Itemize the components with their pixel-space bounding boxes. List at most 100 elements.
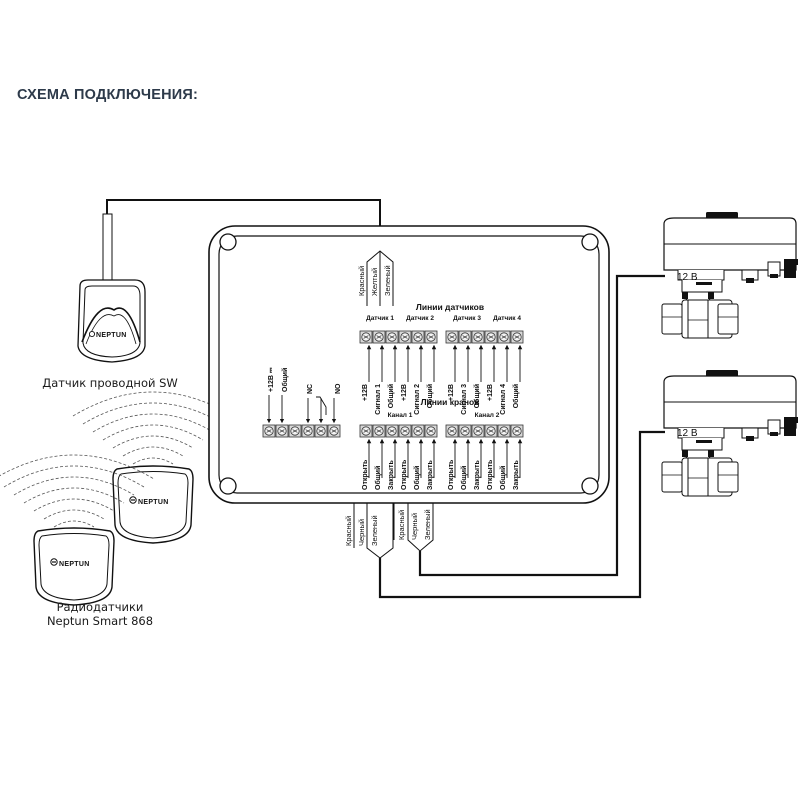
terminal-screw [275, 424, 289, 438]
terminal-screw [372, 424, 386, 438]
terminal-screw [424, 424, 438, 438]
radio-sensor-2: NEPTUN [0, 454, 155, 606]
terminal-label: Общий [281, 368, 289, 392]
terminal-screw [372, 330, 386, 344]
controller-box [208, 225, 610, 504]
terminal-screw [262, 424, 276, 438]
wired-sensor: NEPTUN [77, 199, 381, 363]
terminal-screw [484, 424, 498, 438]
valve-cable-upper [418, 274, 665, 577]
sensor-group-label: Датчик 2 [406, 315, 434, 322]
relay-label: NO [335, 383, 342, 394]
terminal-screw [471, 424, 485, 438]
terminal-label: Общий [499, 466, 507, 490]
sensor-group-label: Датчик 1 [366, 315, 394, 322]
terminal-screw [411, 424, 425, 438]
terminal-label: Закрыть [427, 460, 434, 490]
mount-hole [219, 477, 237, 495]
sensor-group-label: Датчик 3 [453, 315, 481, 322]
brand-label: NEPTUN [96, 332, 127, 339]
terminal-screw [497, 424, 511, 438]
terminal-label: Общий [426, 384, 434, 408]
mount-hole [581, 233, 599, 251]
terminal-screw [327, 424, 341, 438]
terminal-screw [288, 424, 302, 438]
mount-hole [219, 233, 237, 251]
sensor-group-label: Датчик 4 [493, 315, 521, 322]
terminal-screw [458, 424, 472, 438]
terminal-label: +12В [401, 384, 408, 401]
terminal-screw [411, 330, 425, 344]
wire-label: Черный [357, 519, 366, 546]
valve-terminal-block: Открыть Общий Закрыть Открыть Общий Закрыть От… [359, 424, 524, 490]
page-title: СХЕМА ПОДКЛЮЧЕНИЯ: [17, 87, 199, 103]
terminal-label: +12В [487, 384, 494, 401]
wired-sensor-caption: Датчик проводной SW [42, 376, 178, 390]
terminal-screw [484, 330, 498, 344]
terminal-screw [510, 424, 524, 438]
sensor-terminal-block: +12В Сигнал 1 Общий +12В Сигнал 2 Общий +12В Си… [359, 330, 524, 415]
power-terminal-block [262, 395, 341, 438]
radio-sensors-caption-line1: Радиодатчики [56, 600, 144, 614]
wire-label: Зеленый [383, 265, 392, 296]
motorized-valve-2: 12 В [661, 369, 799, 497]
valve-channel-label: Канал 2 [475, 412, 500, 419]
terminal-label: Открыть [362, 459, 369, 490]
brand-label: NEPTUN [138, 499, 169, 506]
terminal-screw [424, 330, 438, 344]
terminal-screw [398, 330, 412, 344]
relay-switch-icon [316, 396, 327, 415]
wire-label: Зеленый [423, 509, 432, 540]
terminal-label: Сигнал 1 [375, 384, 382, 415]
terminal-screw [398, 424, 412, 438]
terminal-screw [458, 330, 472, 344]
terminal-label: Общий [512, 384, 520, 408]
terminal-label: Закрыть [388, 460, 395, 490]
radio-sensor-1: NEPTUN [72, 391, 234, 544]
terminal-screw [471, 330, 485, 344]
terminal-label: Сигнал 4 [500, 384, 507, 415]
terminal-label: Открыть [401, 459, 408, 490]
mount-hole [581, 477, 599, 495]
terminal-label: Общий [387, 384, 395, 408]
terminal-label: Сигнал 3 [461, 384, 468, 415]
valve-cable-fan-2: Красный Черный Зеленый [393, 503, 434, 552]
sensor-lines-heading: Линии датчиков [416, 302, 484, 312]
terminal-screw [445, 424, 459, 438]
valve-channel-label: Канал 1 [388, 412, 413, 419]
terminal-screw [314, 424, 328, 438]
motorized-valve-1: 12 В [661, 211, 799, 339]
terminal-label: Общий [374, 466, 382, 490]
terminal-label: Общий [460, 466, 468, 490]
wired-sensor-body: NEPTUN [77, 279, 146, 363]
terminal-label: Открыть [487, 459, 494, 490]
terminal-label: Сигнал 2 [414, 384, 421, 415]
terminal-label: Общий [413, 466, 421, 490]
terminal-screw [445, 330, 459, 344]
terminal-label: +12В [448, 384, 455, 401]
brand-label: NEPTUN [59, 561, 90, 568]
valve-voltage: 12 В [677, 428, 698, 439]
wire-label: Красный [344, 516, 353, 546]
relay-label: NC [307, 384, 314, 394]
wire-label: Желтый [370, 268, 379, 296]
wire-label: Зеленый [370, 515, 379, 546]
terminal-screw [385, 330, 399, 344]
wire-label: Красный [357, 266, 366, 296]
terminal-screw [301, 424, 315, 438]
valve-voltage: 12 В [677, 272, 698, 283]
sensor-cable-fan: Красный Желтый Зеленый [357, 250, 394, 306]
valve-cable-lower [378, 430, 665, 599]
wire-label: Красный [397, 510, 406, 540]
valve-lines-heading: Линии кранов [421, 397, 480, 407]
terminal-label: Закрыть [474, 460, 481, 490]
terminal-label: Закрыть [513, 460, 520, 490]
terminal-label: Общий [473, 384, 481, 408]
terminal-screw [497, 330, 511, 344]
terminal-label: +12В ⎓ [268, 367, 275, 392]
terminal-screw [359, 330, 373, 344]
terminal-screw [385, 424, 399, 438]
valve-cable-fan-1: Красный Черный Зеленый [344, 503, 394, 559]
radio-sensors-caption-line2: Neptun Smart 868 [46, 614, 154, 628]
terminal-label: +12В [362, 384, 369, 401]
